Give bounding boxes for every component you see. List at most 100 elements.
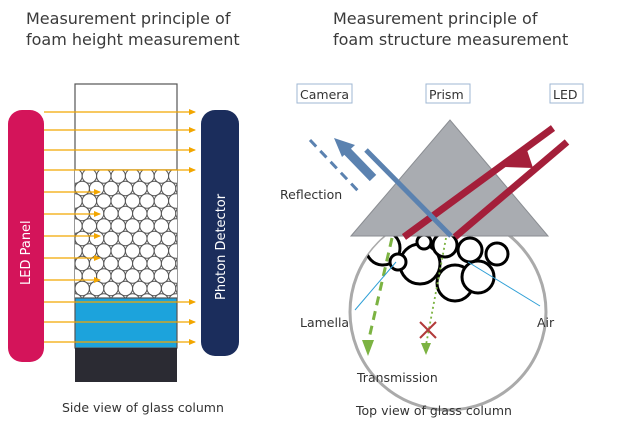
foam-bubble [110, 218, 126, 234]
transmission-dotted-arrowhead [421, 343, 431, 355]
reflection-arrow-shaft [340, 144, 377, 182]
foam-bubble [103, 230, 119, 247]
air-label: Air [537, 315, 555, 330]
transmission-arrowhead [362, 340, 374, 356]
column-base [75, 348, 177, 382]
foam-bubble [75, 268, 83, 284]
foam-bubble [168, 218, 177, 234]
foam-bubble [117, 205, 134, 222]
foam-bubble [81, 268, 98, 284]
foam-bubble [168, 193, 177, 209]
foam-bubbles [75, 170, 177, 298]
foam-bubble [168, 170, 177, 184]
foam-bubble [75, 193, 83, 209]
air-leader [467, 261, 541, 307]
foam-bubble [175, 283, 177, 294]
foam-bubble [88, 230, 105, 247]
reflection-dashed-beam [308, 138, 362, 195]
foam-bubble [110, 268, 126, 284]
prism [349, 119, 550, 237]
foam-bubble [160, 255, 177, 272]
foam-bubble [124, 268, 141, 284]
led-panel-label: LED Panel [19, 220, 34, 285]
foam-bubble [103, 180, 119, 197]
led-beam-upper [401, 125, 556, 240]
foam-bubble [75, 218, 83, 234]
foam-bubble [117, 280, 134, 297]
camera-label-box [296, 83, 353, 104]
foam-bubble [154, 293, 169, 298]
left-title: Measurement principle of foam height mea… [26, 8, 240, 50]
foam-bubble [139, 170, 155, 184]
foam-bubble [132, 280, 148, 297]
right-title-line1: Measurement principle of [333, 9, 538, 28]
prism-label-box [425, 83, 471, 104]
left-title-line1: Measurement principle of [26, 9, 231, 28]
column-empty-section [74, 83, 178, 171]
cross-mark-b [419, 321, 437, 339]
right-title: Measurement principle of foam structure … [333, 8, 568, 50]
foam-bubble [117, 230, 134, 247]
foam-bubble [146, 205, 162, 222]
right-title-line2: foam structure measurement [333, 30, 569, 49]
foam-bubble [96, 170, 112, 184]
light-rays [44, 109, 196, 345]
foam-bubble [110, 243, 126, 259]
camera-label: Camera [300, 87, 349, 102]
foam-bubble [110, 193, 126, 209]
foam-bubble [153, 193, 170, 209]
foam-bubble [146, 280, 162, 297]
foam-bubble [139, 218, 155, 234]
foam-bubble [153, 268, 170, 284]
foam-bubble [175, 233, 177, 244]
foam-bubble [75, 230, 90, 247]
transmission-label: Transmission [356, 370, 438, 385]
foam-bubble [82, 293, 97, 298]
structure-bubbles [364, 229, 510, 303]
foam-bubble [132, 205, 148, 222]
foam-bubble [175, 258, 177, 269]
left-caption: Side view of glass column [62, 400, 224, 415]
foam-bubble [96, 193, 112, 209]
foam-bubble [175, 208, 177, 219]
lamella-leader [354, 261, 397, 311]
foam-bubble [75, 280, 90, 297]
foam-bubble [117, 255, 134, 272]
foam-bubble [139, 268, 155, 284]
foam-bubble [96, 268, 112, 284]
foam-bubble [81, 243, 98, 259]
reflection-beam [364, 148, 453, 238]
led-label-box [549, 83, 584, 104]
reflection-arrowhead [334, 138, 355, 157]
led-label: LED [553, 87, 578, 102]
foam-bubble [96, 243, 112, 259]
foam-bubble [168, 268, 177, 284]
foam-bubble [132, 255, 148, 272]
foam-bubble [111, 293, 126, 298]
foam-bubble [175, 183, 177, 194]
foam-bubble [75, 293, 83, 298]
foam-bubble [124, 170, 141, 184]
foam-bubble [81, 193, 98, 209]
foam-bubble [146, 230, 162, 247]
led-beam-arrowhead [504, 150, 533, 168]
foam-bubble [88, 180, 105, 197]
foam-bubble [117, 180, 134, 197]
foam-bubble [124, 193, 141, 209]
foam-bubble [81, 218, 98, 234]
foam-bubble [160, 230, 177, 247]
photon-detector-label: Photon Detector [214, 193, 229, 300]
foam-bubble [139, 193, 155, 209]
led-panel [8, 110, 44, 362]
foam-bubble [75, 170, 83, 184]
foam-bubble [103, 255, 119, 272]
foam-bubble [81, 170, 98, 184]
foam-bubble [88, 280, 105, 297]
foam-bubble [103, 205, 119, 222]
foam-bubble [132, 180, 148, 197]
column-liquid-section [74, 297, 178, 349]
foam-bubble [153, 243, 170, 259]
transmission-dashed-line [366, 237, 394, 344]
foam-bubble [153, 218, 170, 234]
